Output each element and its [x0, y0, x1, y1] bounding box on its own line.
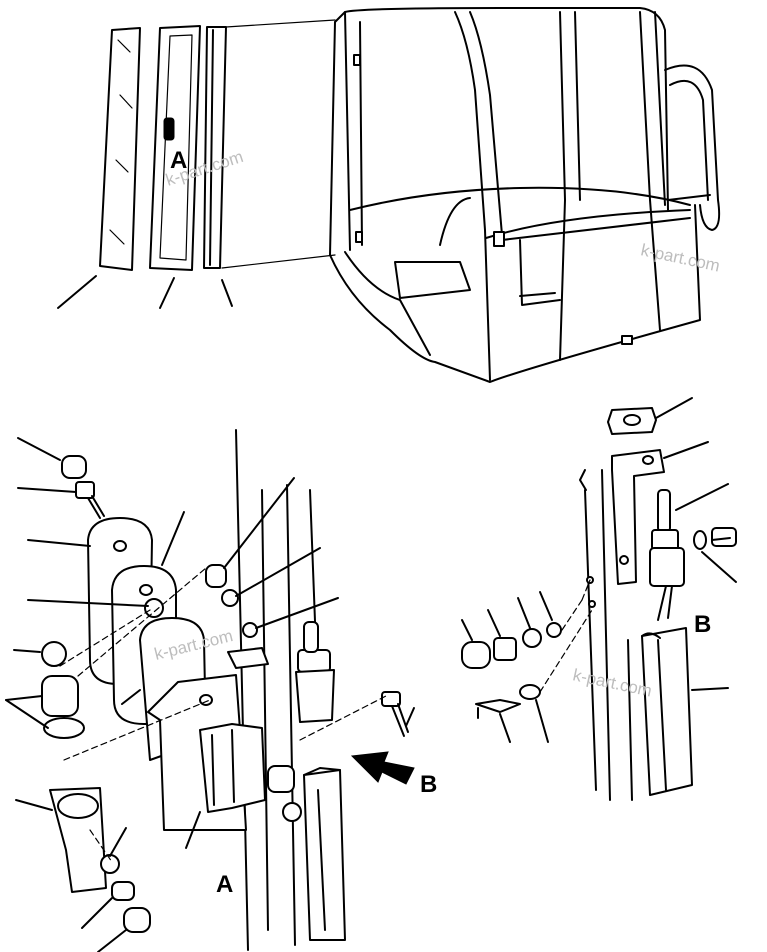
grab-handle [664, 64, 721, 231]
arrow-b-reference: B [420, 771, 437, 798]
glass-panel [99, 27, 141, 271]
detail-b-dashed-guides [539, 579, 593, 693]
detail-a-dashed-guides [59, 567, 387, 863]
detail-b-caption: B [694, 611, 711, 638]
detail-a-latch [205, 564, 409, 822]
watermark-text: k-part.com [639, 240, 721, 275]
b-bracket [611, 449, 665, 585]
detail-a-caption: A [216, 871, 233, 898]
detail-a-fasteners [41, 455, 151, 933]
b-cap [461, 641, 491, 669]
cab-frame [329, 7, 701, 383]
frame-latch [163, 117, 175, 141]
cap-nut [61, 455, 87, 479]
window-leaders [57, 19, 336, 309]
detail-a-pillar [235, 429, 346, 951]
bushing [41, 675, 79, 717]
detail-b-hardware [461, 407, 737, 719]
watermark-text: k-part.com [571, 665, 653, 700]
detail-b-leaders [461, 397, 737, 743]
detail-a-leaders [5, 437, 415, 952]
latch-pin [657, 489, 671, 533]
detail-a-reference: A [170, 147, 187, 174]
window-seal [203, 26, 227, 269]
hinge-pin-nut [144, 598, 164, 618]
direction-arrow [350, 751, 415, 785]
detail-b-pillar [579, 469, 693, 801]
glass-hatching [109, 39, 133, 245]
o-ring [43, 717, 85, 739]
bolt-head [75, 481, 95, 499]
retaining-ring [41, 641, 67, 667]
window-panels [99, 25, 227, 271]
